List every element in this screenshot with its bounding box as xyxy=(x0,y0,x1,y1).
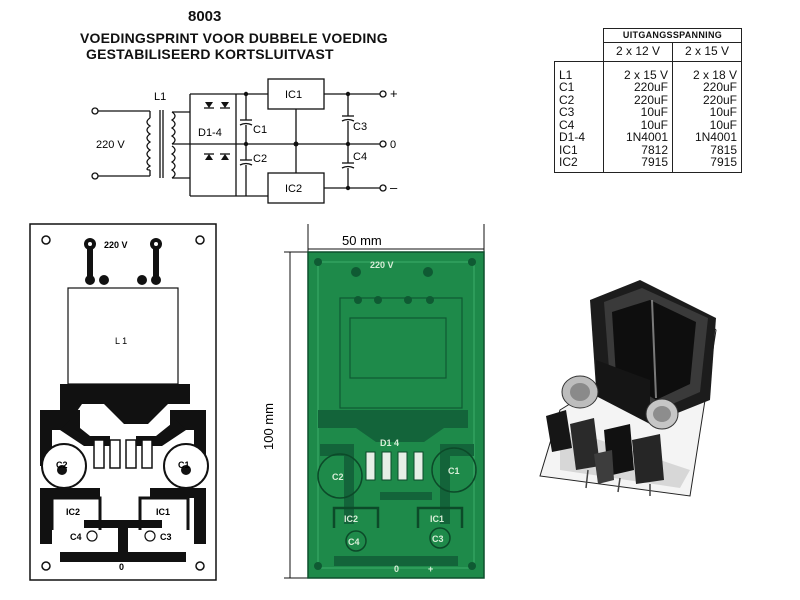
spec-table-header: UITGANGSSPANNING xyxy=(603,28,742,43)
circuit-schematic: L1 220 V D1-4 C1 C2 C3 C4 IC1 IC2 + 0 – xyxy=(91,78,398,204)
layout-ic2-label: IC2 xyxy=(66,507,80,517)
document-code: 8003 xyxy=(188,8,222,25)
component-spec-table: UITGANGSSPANNING 2 x 12 V 2 x 15 V L1 2 … xyxy=(554,28,742,173)
schematic-ic1-label: IC1 xyxy=(285,89,302,101)
pcb-plus-label: + xyxy=(428,564,433,574)
schematic-out-plus: + xyxy=(390,86,398,101)
layout-diodes-label: D1 - 4 xyxy=(108,424,133,434)
pcb-c4-label: C4 xyxy=(348,537,360,547)
pcb-mains-label: 220 V xyxy=(370,260,394,270)
spec-row: C2 220uF 220uF xyxy=(554,93,742,106)
spec-row: C1 220uF 220uF xyxy=(554,81,742,94)
layout-zero-label: 0 xyxy=(119,562,124,572)
schematic-c4-label: C4 xyxy=(353,151,367,163)
assembled-module-photo xyxy=(539,280,717,497)
spec-row: C3 10uF 10uF xyxy=(554,106,742,119)
schematic-out-minus: – xyxy=(390,180,398,195)
pcb-diodes-label: D1 4 xyxy=(380,438,399,448)
schematic-c2-label: C2 xyxy=(253,153,267,165)
schematic-c1-label: C1 xyxy=(253,124,267,136)
schematic-out-zero: 0 xyxy=(390,139,396,151)
layout-mains-label: 220 V xyxy=(104,240,128,250)
spec-row: IC1 7812 7815 xyxy=(554,143,742,156)
title-line-1: VOEDINGSPRINT VOOR DUBBELE VOEDING xyxy=(80,30,388,46)
dimension-width-label: 50 mm xyxy=(342,233,382,248)
schematic-mains-label: 220 V xyxy=(96,139,125,151)
pcb-zero-label: 0 xyxy=(394,564,399,574)
title-line-2: GESTABILISEERD KORTSLUITVAST xyxy=(86,46,334,62)
spec-row: L1 2 x 15 V 2 x 18 V xyxy=(554,65,742,81)
pcb-c3-label: C3 xyxy=(432,534,444,544)
schematic-l1-label: L1 xyxy=(154,91,166,103)
spec-row: D1-4 1N4001 1N4001 xyxy=(554,131,742,144)
pcb-c1-label: C1 xyxy=(448,466,460,476)
schematic-ic2-label: IC2 xyxy=(285,183,302,195)
layout-c1-label: C1 xyxy=(178,460,190,470)
dimension-height-label: 100 mm xyxy=(261,403,276,450)
pcb-ic2-label: IC2 xyxy=(344,514,358,524)
pcb-c2-label: C2 xyxy=(332,472,344,482)
spec-col-12v: 2 x 12 V xyxy=(603,41,673,62)
schematic-c3-label: C3 xyxy=(353,121,367,133)
layout-l1-label: L 1 xyxy=(115,336,127,346)
pcb-ic1-label: IC1 xyxy=(430,514,444,524)
schematic-bridge-label: D1-4 xyxy=(198,127,222,139)
layout-c4-label: C4 xyxy=(70,532,82,542)
layout-c2-label: C2 xyxy=(56,460,68,470)
spec-row: IC2 7915 7915 xyxy=(554,156,742,173)
layout-c3-label: C3 xyxy=(160,532,172,542)
spec-row: C4 10uF 10uF xyxy=(554,118,742,131)
layout-ic1-label: IC1 xyxy=(156,507,170,517)
pcb-photo: 50 mm 100 mm 220 V xyxy=(261,224,485,579)
spec-col-15v: 2 x 15 V xyxy=(672,41,742,62)
pcb-layout-drawing: 220 V L 1 D1 - 4 C2 C1 IC2 IC1 C4 C3 0 xyxy=(29,223,217,581)
